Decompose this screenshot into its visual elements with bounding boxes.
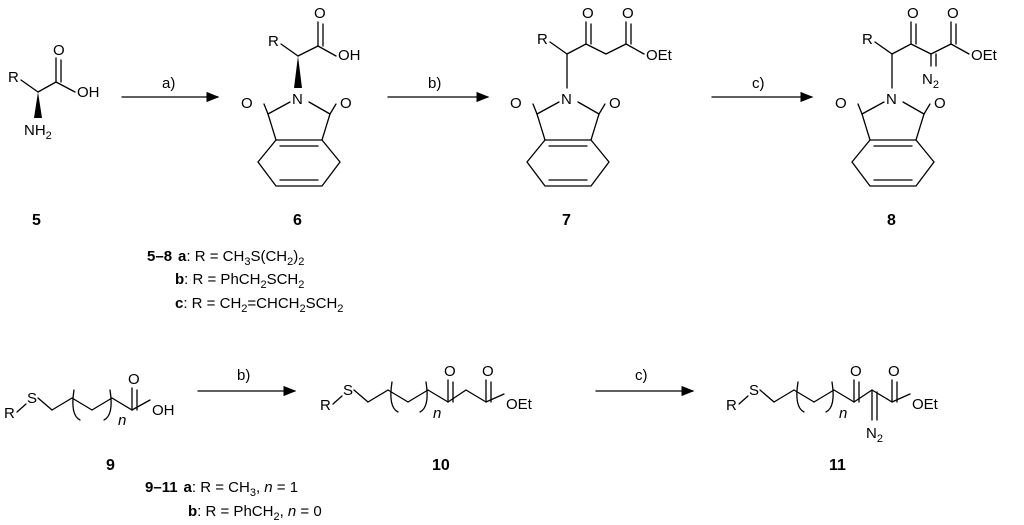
svg-text:5–8a: R = CH3S(CH2)2: 5–8a: R = CH3S(CH2)2 — [147, 248, 304, 268]
subscript-n: n — [118, 412, 126, 429]
atom-oh: OH — [338, 47, 361, 64]
arrow-a-label: a) — [162, 75, 175, 92]
atom-o: O — [241, 95, 253, 112]
compound-10-structure: R S n O O OEt — [320, 363, 533, 422]
atom-oh: OH — [77, 84, 100, 101]
atom-o: O — [888, 363, 900, 380]
atom-oet: OEt — [506, 396, 533, 413]
svg-text:9–11a: R = CH3, n = 1: 9–11a: R = CH3, n = 1 — [145, 479, 298, 499]
atom-n: N — [886, 91, 897, 108]
atom-r: R — [268, 33, 279, 50]
atom-r: R — [537, 31, 548, 48]
atom-oh: OH — [152, 402, 175, 419]
svg-text:NH2: NH2 — [24, 122, 52, 142]
compound-8-structure: R O O OEt N2 N O O — [835, 5, 998, 187]
atom-o: O — [482, 363, 494, 380]
wedge-bond — [34, 92, 42, 118]
svg-text:N2: N2 — [866, 425, 883, 445]
arrow-c-label: c) — [752, 75, 765, 92]
atom-o: O — [934, 95, 946, 112]
atom-o: O — [622, 5, 634, 22]
atom-o: O — [947, 5, 959, 22]
atom-o: O — [340, 95, 352, 112]
atom-o: O — [609, 95, 621, 112]
arrow-b-bottom-label: b) — [237, 367, 250, 384]
atom-s: S — [343, 382, 353, 399]
compound-label-7: 7 — [562, 212, 571, 229]
subscript-n: n — [433, 405, 441, 422]
svg-text:N2: N2 — [922, 71, 939, 91]
atom-s: S — [27, 390, 37, 407]
atom-r: R — [4, 405, 15, 422]
compound-label-6: 6 — [293, 212, 302, 229]
atom-n2: N — [922, 71, 933, 88]
atom-o: O — [128, 371, 140, 388]
compound-6-structure: R O OH N O O — [241, 5, 361, 187]
atom-n: N — [561, 91, 572, 108]
compound-9-structure: R S n O OH — [4, 371, 175, 429]
atom-r: R — [8, 69, 19, 86]
atom-o: O — [510, 95, 522, 112]
atom-oet: OEt — [646, 47, 673, 64]
atom-oet: OEt — [971, 47, 998, 64]
arrow-b-label: b) — [428, 75, 441, 92]
atom-r: R — [862, 31, 873, 48]
atom-s: S — [749, 382, 759, 399]
compound-label-5: 5 — [32, 212, 41, 229]
compound-7-structure: R O O OEt N O O — [510, 5, 673, 187]
atom-o: O — [53, 42, 65, 59]
svg-text:c: R = CH2=CHCH2SCH2: c: R = CH2=CHCH2SCH2 — [175, 295, 343, 315]
compound-11-structure: R S n O O OEt N2 — [726, 363, 939, 445]
compound-label-9: 9 — [106, 457, 115, 474]
compound-5-structure: R O OH NH2 — [8, 42, 100, 142]
atom-oet: OEt — [912, 396, 939, 413]
atom-o: O — [907, 5, 919, 22]
svg-text:b: R = PhCH2, n = 0: b: R = PhCH2, n = 0 — [188, 503, 322, 523]
atom-nh2: NH — [24, 122, 46, 139]
svg-text:b: R = PhCH2SCH2: b: R = PhCH2SCH2 — [175, 271, 304, 291]
atom-o: O — [835, 95, 847, 112]
atom-r: R — [320, 397, 331, 414]
atom-n: N — [292, 91, 303, 108]
compound-label-11: 11 — [829, 457, 846, 474]
arrow-c-bottom-label: c) — [635, 367, 648, 384]
atom-o: O — [850, 363, 862, 380]
compound-label-8: 8 — [887, 212, 896, 229]
atom-r: R — [726, 397, 737, 414]
compound-label-10: 10 — [432, 457, 450, 474]
atom-o: O — [444, 363, 456, 380]
atom-o: O — [314, 5, 326, 22]
atom-o: O — [582, 5, 594, 22]
subscript-n: n — [839, 405, 847, 422]
atom-n2: N — [866, 425, 877, 442]
